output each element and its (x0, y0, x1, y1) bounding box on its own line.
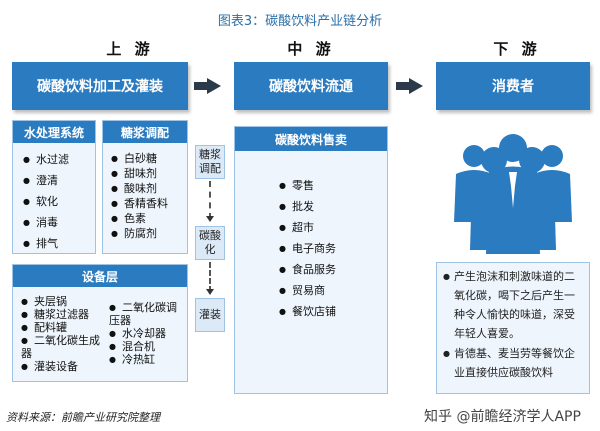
equipment-list-right: 二氧化碳调压器 水冷却器 混合机 冷热缸 (109, 301, 185, 366)
bullet-icon: ● (443, 272, 450, 281)
consumer-note-1: ● 产生泡沫和刺激味道的二氧化碳，喝下之后产生一种令人愉快的味道，深受年轻人喜爱… (443, 267, 583, 343)
list-item: 防腐剂 (111, 226, 187, 241)
water-treatment-panel: 水处理系统 水过滤 澄清 软化 消毒 排气 (12, 120, 96, 254)
list-item: 色素 (111, 211, 187, 226)
list-item: 配料罐 (21, 321, 107, 334)
list-item: 夹层锅 (21, 295, 107, 308)
list-item: 零售 (279, 175, 387, 196)
list-item: 糖浆过滤器 (21, 308, 107, 321)
arrow-shaft-1 (194, 82, 208, 90)
arrow-down-icon (206, 289, 214, 295)
list-item: 水冷却器 (109, 327, 185, 340)
midstream-label: 中 游 (287, 40, 335, 58)
arrow-right-icon (207, 78, 221, 94)
water-treatment-title: 水处理系统 (13, 121, 95, 143)
upstream-stage-box: 碳酸饮料加工及灌装 (12, 62, 188, 110)
list-item: 软化 (23, 191, 95, 212)
water-treatment-list: 水过滤 澄清 软化 消毒 排气 (13, 143, 95, 254)
process-connector (209, 262, 211, 292)
process-step-filling: 灌装 (195, 298, 225, 332)
syrup-list: 白砂糖 甜味剂 酸味剂 香精香料 色素 防腐剂 (103, 143, 187, 241)
list-item: 餐饮店铺 (279, 301, 387, 322)
list-item: 灌装设备 (21, 360, 107, 373)
list-item: 贸易商 (279, 280, 387, 301)
consumer-notes-panel: ● 产生泡沫和刺激味道的二氧化碳，喝下之后产生一种令人愉快的味道，深受年轻人喜爱… (436, 262, 590, 394)
midstream-stage-box: 碳酸饮料流通 (234, 62, 388, 110)
arrow-right-icon (409, 78, 423, 94)
list-item: 澄清 (23, 170, 95, 191)
list-item: 电子商务 (279, 238, 387, 259)
list-item: 水过滤 (23, 149, 95, 170)
list-item: 冷热缸 (109, 353, 185, 366)
process-step-carbonation: 碳酸化 (195, 226, 225, 260)
list-item: 香精香料 (111, 196, 187, 211)
list-item: 酸味剂 (111, 181, 187, 196)
source-note: 资料来源：前瞻产业研究院整理 (6, 411, 160, 424)
list-item: 超市 (279, 217, 387, 238)
equipment-panel: 设备层 夹层锅 糖浆过滤器 配料罐 二氧化碳生成器 灌装设备 二氧化碳调压器 水… (12, 264, 188, 382)
syrup-panel: 糖浆调配 白砂糖 甜味剂 酸味剂 香精香料 色素 防腐剂 (102, 120, 188, 254)
syrup-title: 糖浆调配 (103, 121, 187, 143)
note-text: 产生泡沫和刺激味道的二氧化碳，喝下之后产生一种令人愉快的味道，深受年轻人喜爱。 (453, 270, 575, 340)
sales-panel: 碳酸饮料售卖 零售 批发 超市 电子商务 食品服务 贸易商 餐饮店铺 (234, 126, 388, 394)
process-step-syrup: 糖浆调配 (195, 145, 225, 179)
bullet-icon: ● (443, 349, 450, 358)
sales-list: 零售 批发 超市 电子商务 食品服务 贸易商 餐饮店铺 (235, 151, 387, 322)
note-text: 肯德基、麦当劳等餐饮企业直接供应碳酸饮料 (453, 347, 575, 379)
watermark: 知乎 @前瞻经济学人APP (424, 409, 581, 425)
diagram-title: 图表3：碳酸饮料产业链分析 (217, 14, 383, 29)
sales-title: 碳酸饮料售卖 (235, 127, 387, 151)
downstream-label: 下 游 (493, 40, 541, 58)
list-item: 消毒 (23, 212, 95, 233)
list-item: 二氧化碳调压器 (109, 301, 185, 327)
list-item: 甜味剂 (111, 166, 187, 181)
list-item: 排气 (23, 233, 95, 254)
equipment-list-left: 夹层锅 糖浆过滤器 配料罐 二氧化碳生成器 灌装设备 (21, 295, 107, 373)
equipment-title: 设备层 (13, 265, 187, 287)
arrow-shaft-2 (396, 82, 410, 90)
list-item: 混合机 (109, 340, 185, 353)
process-connector (209, 181, 211, 219)
list-item: 批发 (279, 196, 387, 217)
list-item: 二氧化碳生成器 (21, 334, 107, 360)
list-item: 白砂糖 (111, 151, 187, 166)
consumers-icon (454, 134, 572, 254)
consumer-note-2: ● 肯德基、麦当劳等餐饮企业直接供应碳酸饮料 (443, 344, 583, 382)
downstream-stage-box: 消费者 (436, 62, 590, 110)
list-item: 食品服务 (279, 259, 387, 280)
arrow-down-icon (206, 216, 214, 222)
upstream-label: 上 游 (106, 40, 154, 58)
